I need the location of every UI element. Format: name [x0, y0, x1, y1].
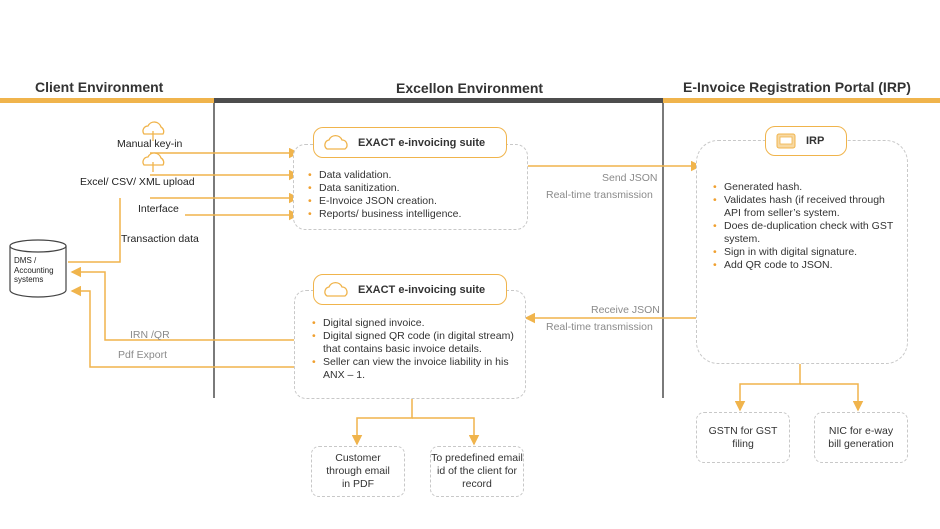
suite2-item: Digital signed QR code (in digital strea…: [310, 330, 514, 356]
irp-box: Generated hash. Validates hash (if recei…: [696, 140, 908, 364]
irp-title-box: IRP: [765, 126, 847, 156]
suite2-item: Seller can view the invoice liability in…: [310, 356, 514, 382]
transaction-data-label: Transaction data: [121, 233, 199, 245]
send-json-label: Send JSON: [602, 172, 658, 184]
cloud-icon: [324, 281, 348, 297]
cloud-icons: [142, 121, 165, 172]
irp-list: Generated hash. Validates hash (if recei…: [711, 181, 903, 272]
output-email-box: To predefined email id of the client for…: [430, 446, 524, 497]
suite1-title-box: EXACT e-invoicing suite: [313, 127, 507, 158]
database-icon: [9, 239, 67, 298]
suite1-list: Data validation. Data sanitization. E-In…: [306, 169, 461, 221]
suite1-title: EXACT e-invoicing suite: [358, 136, 486, 149]
suite1-item: Data validation.: [306, 169, 461, 182]
suite2-box: Digital signed invoice. Digital signed Q…: [294, 290, 526, 399]
output-email-label: To predefined email id of the client for…: [431, 452, 523, 490]
output-nic-label: NIC for e-way bill generation: [828, 424, 894, 450]
divider-client-excellon: [213, 103, 215, 398]
client-header-bar: [0, 98, 214, 103]
output-gstn-label: GSTN for GST filing: [708, 424, 778, 450]
output-customer-box: Customer through email in PDF: [311, 446, 405, 497]
irp-title: IRP: [806, 135, 825, 147]
header-client: Client Environment: [35, 79, 164, 95]
output-customer-label: Customer through email in PDF: [326, 452, 390, 490]
input-upload-label: Excel/ CSV/ XML upload: [80, 176, 195, 188]
output-gstn-box: GSTN for GST filing: [696, 412, 790, 463]
pdf-export-label: Pdf Export: [118, 349, 168, 361]
suite2-list: Digital signed invoice. Digital signed Q…: [310, 317, 514, 382]
send-json-sub: Real-time transmission: [546, 189, 653, 201]
input-manual-label: Manual key-in: [117, 138, 183, 150]
header-irp: E-Invoice Registration Portal (IRP): [683, 79, 911, 95]
dms-database: DMS / Accounting systems: [8, 238, 68, 298]
suite2-item: Digital signed invoice.: [310, 317, 514, 330]
suite2-title: EXACT e-invoicing suite: [358, 283, 486, 296]
excellon-header-bar: [214, 98, 663, 103]
irp-item: Add QR code to JSON.: [711, 259, 903, 272]
irp-item: Validates hash (if received through API …: [711, 194, 903, 220]
suite2-title-box: EXACT e-invoicing suite: [313, 274, 507, 305]
irp-header-bar: [663, 98, 940, 103]
suite1-box: Data validation. Data sanitization. E-In…: [293, 144, 528, 230]
input-interface-label: Interface: [138, 203, 179, 215]
suite1-item: E-Invoice JSON creation.: [306, 195, 461, 208]
header-excellon: Excellon Environment: [396, 80, 544, 96]
receive-json-sub: Real-time transmission: [546, 321, 653, 333]
cloud-icon: [324, 134, 348, 150]
irn-qr-label: IRN /QR: [130, 329, 170, 341]
irp-item: Does de-duplication check with GST syste…: [711, 220, 903, 246]
output-nic-box: NIC for e-way bill generation: [814, 412, 908, 463]
irp-item: Generated hash.: [711, 181, 903, 194]
dms-label: DMS / Accounting systems: [14, 256, 54, 284]
suite1-item: Data sanitization.: [306, 182, 461, 195]
suite1-item: Reports/ business intelligence.: [306, 208, 461, 221]
irp-item: Sign in with digital signature.: [711, 246, 903, 259]
portal-icon: [776, 133, 796, 149]
receive-json-label: Receive JSON: [591, 304, 660, 316]
divider-excellon-irp: [662, 103, 664, 398]
